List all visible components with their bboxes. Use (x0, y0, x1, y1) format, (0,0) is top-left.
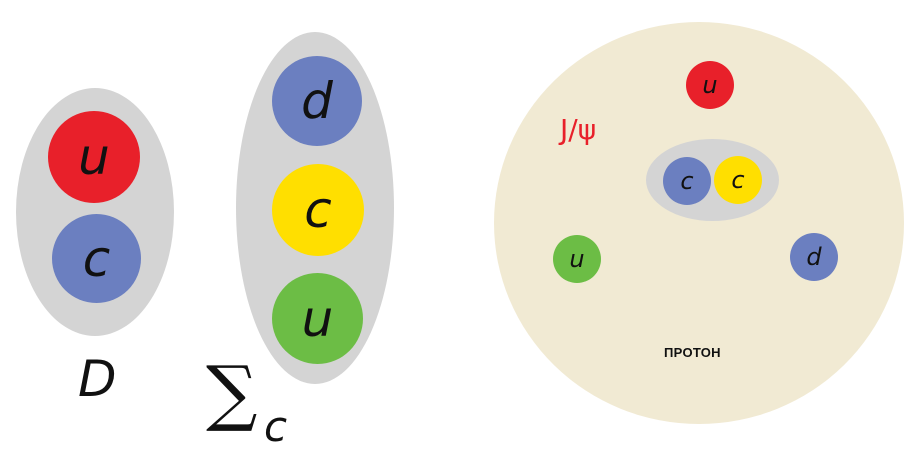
proton-quark-u-green: u (553, 235, 601, 283)
quark-label: c (680, 167, 694, 195)
sigma-c-quark-c: c (272, 164, 364, 256)
quark-label: c (82, 229, 111, 288)
d-meson-quark-c: c (52, 214, 141, 303)
quark-label: c (304, 181, 332, 239)
proton-quark-u-red: u (686, 61, 734, 109)
sigma-symbol: ∑ (206, 350, 258, 434)
d-meson-quark-u: u (48, 111, 140, 203)
quark-label: d (301, 72, 333, 130)
sigma-c-quark-d: d (272, 56, 362, 146)
jpsi-quark-c-blue: c (663, 157, 711, 205)
quark-label: u (569, 245, 585, 273)
d-meson-label: D (78, 350, 117, 408)
quark-label: u (702, 71, 718, 99)
jpsi-label: J/ψ (560, 113, 597, 146)
sigma-subscript: c (264, 402, 288, 451)
quark-label: u (78, 128, 110, 186)
proton-label: ПРОТОН (664, 345, 721, 360)
sigma-c-quark-u: u (272, 273, 363, 364)
sigma-c-label: ∑ c (206, 356, 306, 456)
quark-label: d (806, 243, 822, 271)
quark-label: c (731, 166, 745, 194)
quark-label: u (301, 289, 334, 348)
proton-quark-d-blue: d (790, 233, 838, 281)
jpsi-quark-c-yellow: c (714, 156, 762, 204)
